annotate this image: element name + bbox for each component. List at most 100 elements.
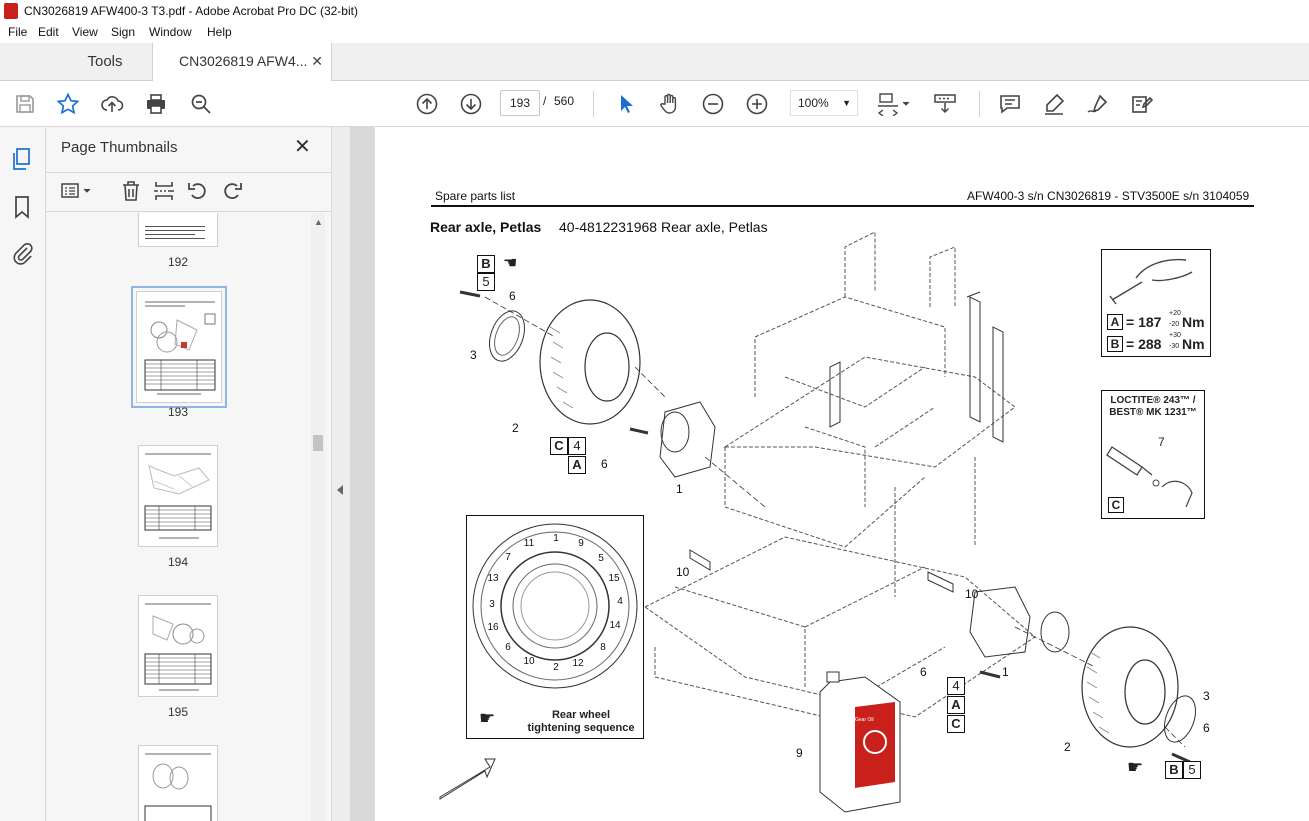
thumbnail-scrollbar[interactable]: ▲: [311, 213, 325, 821]
callout-3b: 3: [1203, 689, 1210, 703]
callout-2: 2: [512, 421, 519, 435]
attachments-paperclip-icon[interactable]: [10, 241, 34, 265]
thumbnail-label: 194: [167, 555, 189, 569]
select-cursor-icon[interactable]: [614, 92, 638, 116]
fill-sign-icon[interactable]: [1086, 92, 1110, 116]
zoom-level-select[interactable]: 100% ▼: [790, 90, 858, 116]
page-number-input[interactable]: 193: [500, 90, 540, 116]
extract-pages-icon[interactable]: [153, 180, 175, 202]
pdf-page: Spare parts list AFW400-3 s/n CN3026819 …: [375, 127, 1309, 821]
tab-document-label: CN3026819 AFW4...: [179, 53, 308, 69]
zoom-out-icon[interactable]: [701, 92, 725, 116]
chevron-down-icon: ▼: [842, 98, 851, 108]
zoom-search-icon[interactable]: [189, 92, 213, 116]
panel-collapse-handle[interactable]: [332, 127, 350, 821]
menu-file[interactable]: File: [8, 25, 28, 39]
thumbnail-page-196[interactable]: [138, 745, 218, 821]
torque-b-tol-down: -30: [1169, 343, 1180, 350]
delete-trash-icon[interactable]: [120, 180, 142, 202]
save-icon[interactable]: [13, 92, 37, 116]
menu-window[interactable]: Window: [149, 25, 192, 39]
callout-10b: 10: [965, 587, 979, 601]
ref-box-4b: 4: [947, 677, 965, 695]
page-fit-icon[interactable]: [876, 92, 912, 117]
loctite-box-c: C: [1108, 497, 1124, 513]
bolt-seq-8: 8: [600, 642, 606, 653]
bolt-seq-1: 1: [553, 533, 559, 544]
adhesive-bottle-icon: [1106, 446, 1193, 507]
callout-1b: 1: [1002, 665, 1009, 679]
upload-cloud-icon[interactable]: [100, 92, 124, 116]
callout-9: 9: [796, 746, 803, 760]
page-total: 560: [554, 94, 575, 108]
navigation-rail: [0, 127, 46, 821]
zoom-in-icon[interactable]: [745, 92, 769, 116]
tab-bar: Tools CN3026819 AFW4... ✕: [0, 43, 1309, 81]
zoom-level-value: 100%: [798, 96, 829, 110]
torque-unit-b: Nm: [1182, 336, 1205, 352]
ref-box-5b: 5: [1183, 761, 1201, 779]
page-thumbnails-icon[interactable]: [10, 147, 34, 171]
scroll-mode-icon[interactable]: [933, 92, 957, 116]
page-separator: /: [543, 94, 547, 108]
toolbar-divider: [979, 91, 980, 117]
ref-box-b: B: [477, 255, 495, 273]
callout-6b: 6: [601, 457, 608, 471]
tab-close-icon[interactable]: ✕: [311, 53, 323, 69]
bolt-seq-5: 5: [598, 553, 604, 564]
next-page-icon[interactable]: [459, 92, 483, 116]
print-icon[interactable]: [144, 92, 168, 116]
scrollbar-thumb[interactable]: [313, 435, 323, 451]
thumbnail-list: 192 193: [46, 213, 311, 821]
torque-a-tol-down: -20: [1169, 321, 1180, 328]
callout-6c: 6: [920, 665, 927, 679]
ref-box-cb: C: [947, 715, 965, 733]
tab-tools[interactable]: Tools: [87, 53, 123, 70]
torque-a-tol-up: +20: [1169, 310, 1181, 317]
rotate-right-icon[interactable]: [221, 180, 243, 202]
thumbnail-label: 192: [167, 255, 189, 269]
thumbnail-toolbar: [46, 172, 331, 212]
acrobat-app-icon: [4, 3, 18, 19]
bolt-seq-13: 13: [487, 573, 499, 584]
document-viewer: Spare parts list AFW400-3 s/n CN3026819 …: [332, 127, 1309, 821]
header-rule: [431, 205, 1254, 207]
thumbnail-page-192[interactable]: [138, 213, 218, 247]
tab-document[interactable]: CN3026819 AFW4... ✕: [152, 43, 332, 81]
bolt-seq-11: 11: [523, 538, 535, 549]
callout-1: 1: [676, 482, 683, 496]
page-title: Rear axle, Petlas: [430, 219, 542, 235]
torque-b-tol-up: +30: [1169, 332, 1181, 339]
comment-icon[interactable]: [998, 92, 1022, 116]
menu-view[interactable]: View: [72, 25, 98, 39]
highlight-pen-icon[interactable]: [1042, 92, 1066, 116]
bookmarks-icon[interactable]: [10, 195, 34, 219]
bolt-seq-10: 10: [523, 656, 535, 667]
scroll-up-icon[interactable]: ▲: [314, 217, 323, 227]
thumbnail-page-195[interactable]: [138, 595, 218, 697]
menu-sign[interactable]: Sign: [111, 25, 136, 39]
thumbnail-page-194[interactable]: [138, 445, 218, 547]
thumbnail-label: 195: [167, 705, 189, 719]
toolbar-divider: [593, 91, 594, 117]
bolt-seq-12: 12: [572, 658, 584, 669]
pointing-hand-icon: ☛: [479, 708, 496, 728]
hand-tool-icon[interactable]: [657, 92, 681, 116]
callout-6d: 6: [1203, 721, 1210, 735]
menu-bar: File Edit View Sign Window Help: [0, 22, 1309, 43]
bookmark-star-icon[interactable]: [56, 92, 80, 116]
previous-page-icon[interactable]: [415, 92, 439, 116]
panel-close-icon[interactable]: ✕: [294, 136, 311, 158]
more-tools-icon[interactable]: [1130, 92, 1154, 116]
menu-help[interactable]: Help: [207, 25, 232, 39]
rotate-left-icon[interactable]: [187, 180, 209, 202]
ref-box-5: 5: [477, 273, 495, 291]
thumbnail-options-icon[interactable]: [60, 180, 96, 202]
menu-edit[interactable]: Edit: [38, 25, 59, 39]
loctite-box: LOCTITE® 243™ / BEST® MK 1231™ 7 C: [1101, 390, 1205, 519]
bolt-seq-15: 15: [608, 573, 620, 584]
thumbnail-page-193[interactable]: [131, 286, 227, 408]
page-thumbnails-panel: Page Thumbnails ✕ 192: [46, 127, 332, 821]
panel-title: Page Thumbnails: [61, 139, 178, 156]
thumbnail-label: 193: [167, 405, 189, 419]
